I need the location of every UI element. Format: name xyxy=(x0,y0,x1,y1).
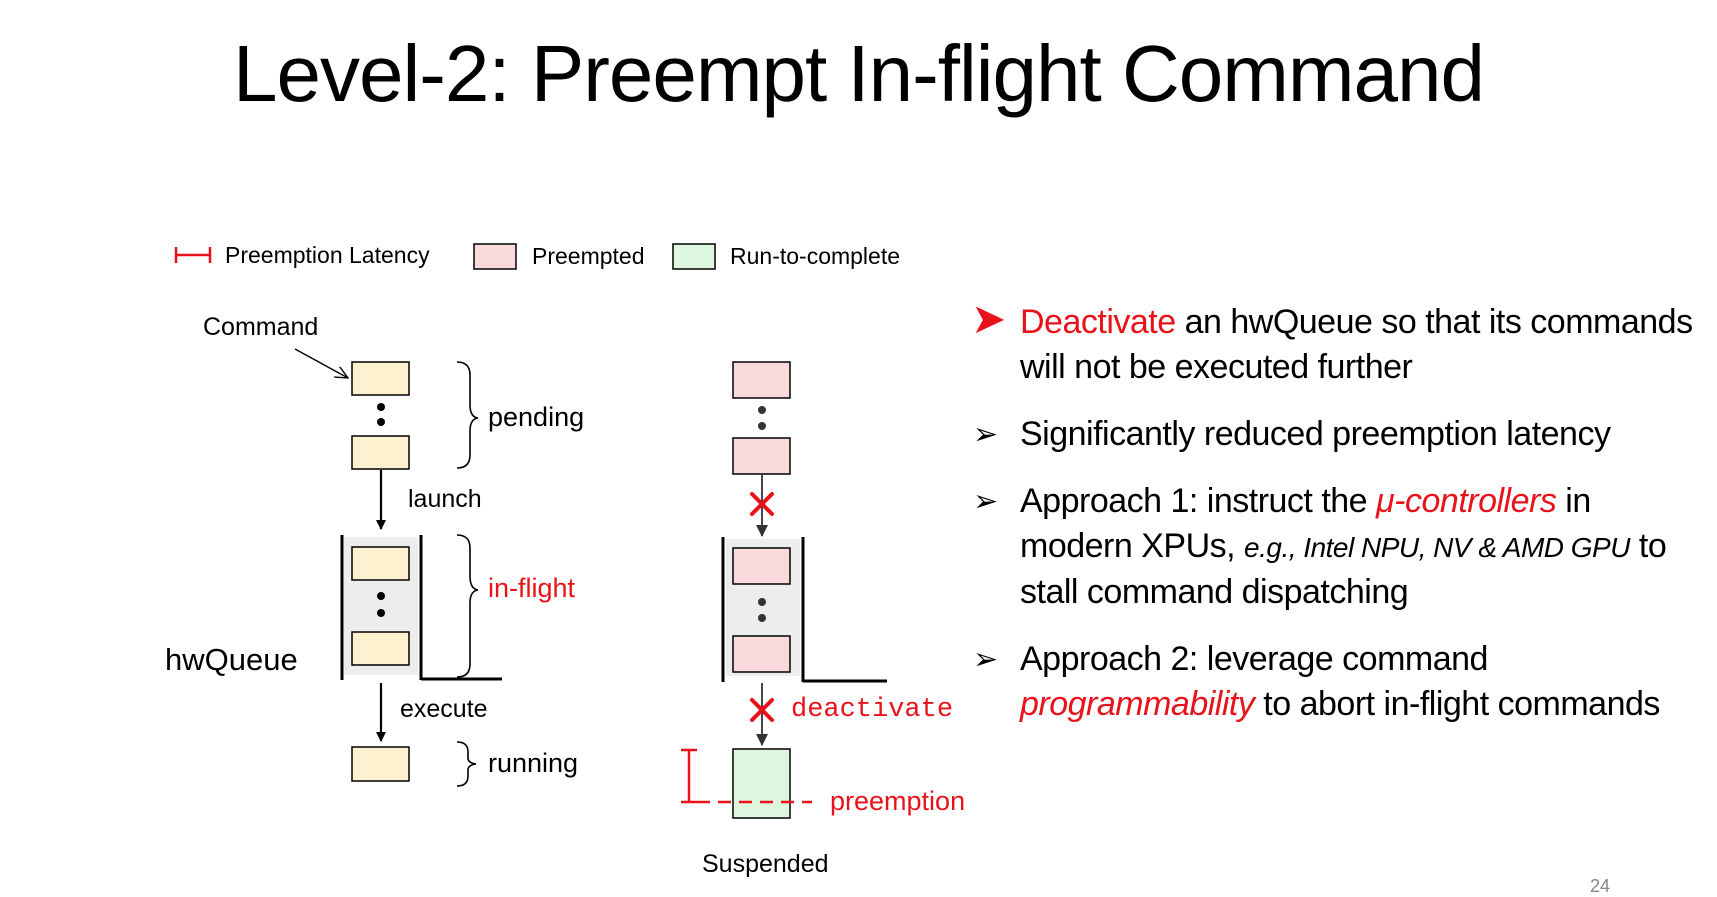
inflight-command-box xyxy=(351,546,410,581)
running-command-box xyxy=(351,746,410,782)
legend-run-label: Run-to-complete xyxy=(730,243,900,269)
bullet-highlight: μ-controllers xyxy=(1376,482,1557,520)
bullet-text: Significantly reduced preemption latency xyxy=(1020,415,1611,453)
execute-label: execute xyxy=(400,695,488,723)
inflight-command-box xyxy=(351,631,410,666)
preempted-command-box xyxy=(732,437,791,475)
left-diagram: Command pending launch in-flight hwQueue… xyxy=(165,313,584,787)
arrow-bullet-icon: ➤ xyxy=(971,295,1006,342)
command-label: Command xyxy=(203,313,318,341)
ellipsis-dots xyxy=(758,406,766,430)
pending-command-box xyxy=(351,361,410,396)
run-to-complete-box xyxy=(732,748,791,819)
ellipsis-dots xyxy=(758,598,766,622)
preempted-command-box xyxy=(732,635,791,673)
bullet-text: Approach 1: instruct the xyxy=(1020,482,1377,520)
bullet-list: ➤ Deactivate an hwQueue so that its comm… xyxy=(971,296,1693,749)
arrow-bullet-icon: ➢ xyxy=(973,418,998,451)
legend-preempted-label: Preempted xyxy=(532,243,645,269)
page-number: 24 xyxy=(1590,876,1611,896)
bullet-text: an hwQueue so that its commands will not… xyxy=(1020,303,1693,386)
ellipsis-dots xyxy=(377,403,385,426)
latency-legend-icon xyxy=(174,247,212,263)
preemption-latency-marker xyxy=(681,748,812,804)
ellipsis-dots xyxy=(377,592,385,617)
bullet-highlight: Deactivate xyxy=(1020,303,1176,341)
bullet-approach-2: ➢ Approach 2: leverage command programma… xyxy=(973,637,1693,727)
legend-latency-label: Preemption Latency xyxy=(225,242,430,268)
legend-run-swatch xyxy=(672,243,716,270)
command-pointer-arrow xyxy=(294,348,348,378)
hwqueue-label: hwQueue xyxy=(165,642,298,677)
bullet-example: e.g., xyxy=(1244,532,1297,563)
arrow-bullet-icon: ➢ xyxy=(973,643,998,676)
suspended-label: Suspended xyxy=(702,850,829,878)
deactivate-label: deactivate xyxy=(791,695,953,725)
running-brace xyxy=(456,741,477,787)
bullet-text: to stall command dispatching xyxy=(1020,527,1667,611)
bullet-text: to abort in-flight commands xyxy=(1254,685,1660,723)
legend-preempted-swatch xyxy=(473,243,517,270)
slide-title: Level-2: Preempt In-flight Command xyxy=(233,29,1485,118)
running-label: running xyxy=(488,748,578,778)
pending-label: pending xyxy=(488,402,584,432)
preemption-label: preemption xyxy=(830,786,965,816)
inflight-brace xyxy=(456,534,479,678)
bullet-text: Approach 2: leverage command xyxy=(1020,640,1488,678)
bullet-approach-1: ➢ Approach 1: instruct the μ-controllers… xyxy=(973,479,1693,615)
preempted-command-box xyxy=(732,361,791,399)
inflight-label: in-flight xyxy=(488,573,576,603)
legend: Preemption Latency Preempted Run-to-comp… xyxy=(174,242,900,270)
pending-brace xyxy=(456,361,479,469)
right-diagram: deactivate preemption Suspended xyxy=(681,361,965,878)
launch-label: launch xyxy=(408,485,482,513)
preempted-command-box xyxy=(732,547,791,585)
bullet-example: Intel NPU, NV & AMD GPU xyxy=(1296,532,1630,563)
pending-command-box xyxy=(351,435,410,470)
bullet-highlight: programmability xyxy=(1020,685,1255,723)
bullet-deactivate: ➤ Deactivate an hwQueue so that its comm… xyxy=(971,296,1693,390)
bullet-text: in modern XPUs, xyxy=(1020,482,1591,565)
blocked-x-icon xyxy=(750,492,774,516)
blocked-x-icon xyxy=(750,698,774,722)
bullet-reduced-latency: ➢ Significantly reduced preemption laten… xyxy=(973,412,1693,457)
arrow-bullet-icon: ➢ xyxy=(973,485,998,518)
